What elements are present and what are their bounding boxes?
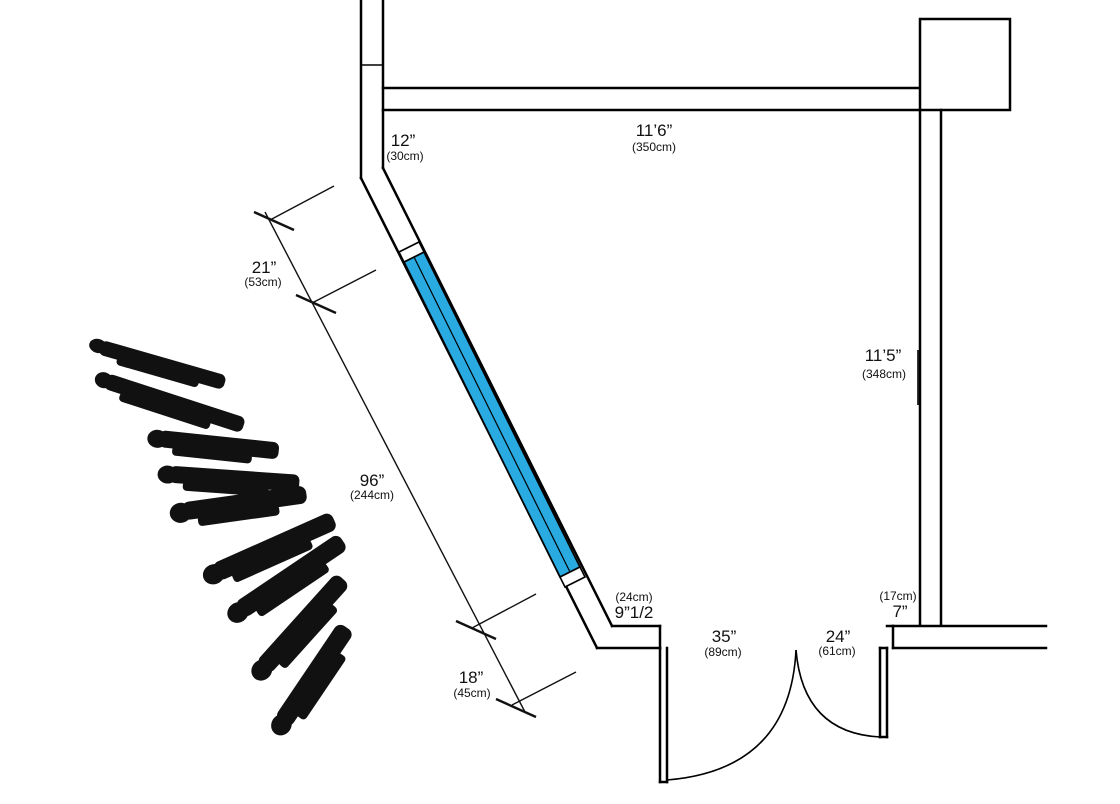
side-opening-dimension-metric: (61cm) xyxy=(818,644,855,658)
diagonal-window xyxy=(397,240,587,589)
silhouette-9 xyxy=(271,624,352,736)
side-door-swing xyxy=(795,649,881,738)
diagonal-top-dimension-metric: (53cm) xyxy=(244,275,281,289)
corner-left-dimension-metric: (24cm) xyxy=(615,590,652,604)
silhouette-6 xyxy=(202,513,336,585)
corner-right-dimension-metric: (17cm) xyxy=(879,589,916,603)
dimension-tick-3 xyxy=(455,619,497,641)
diagonal-top-dimension: 21” xyxy=(252,258,277,277)
corner-right-dimension: 7” xyxy=(892,602,907,621)
dimension-tick-4 xyxy=(495,697,537,719)
right-wall-dimension: 11’5” xyxy=(865,346,902,365)
top-wall-dimension: 11’6” xyxy=(636,121,673,140)
extension-line-3 xyxy=(471,593,537,629)
window-frame-bottom xyxy=(558,565,587,589)
diagonal-bottom-dimension-metric: (45cm) xyxy=(453,686,490,700)
diagonal-bottom-dimension: 18” xyxy=(459,668,484,687)
dimension-labels: 11’6” (350cm) 12” (30cm) 11’5” (348cm) 2… xyxy=(244,121,916,700)
silhouette-1 xyxy=(89,338,226,389)
dimension-tick-1 xyxy=(253,210,295,232)
extension-line-1 xyxy=(269,185,335,221)
right-wall-dimension-metric: (348cm) xyxy=(862,367,906,381)
top-left-dimension: 12” xyxy=(391,131,416,150)
door-opening-dimension: 35” xyxy=(712,627,737,646)
dimension-line xyxy=(264,211,526,713)
main-door-swing xyxy=(666,649,797,781)
dimension-tick-2 xyxy=(295,293,337,315)
extension-line-4 xyxy=(511,671,577,706)
silhouette-3 xyxy=(147,429,280,464)
silhouette-5 xyxy=(169,486,307,526)
silhouette-2 xyxy=(94,372,245,432)
extension-line-2 xyxy=(311,269,377,304)
window-center-line xyxy=(413,256,571,573)
silhouette-4 xyxy=(157,465,300,497)
crowd-silhouettes xyxy=(89,338,352,736)
walls xyxy=(359,0,1048,784)
top-wall-dimension-metric: (350cm) xyxy=(632,140,676,154)
silhouette-8 xyxy=(251,575,348,681)
diagonal-main-dimension: 96” xyxy=(360,471,385,490)
side-opening-dimension: 24” xyxy=(826,627,851,646)
corner-column xyxy=(918,17,1012,112)
diagonal-wall-inner-line xyxy=(381,166,614,628)
silhouette-7 xyxy=(227,535,346,623)
doors xyxy=(666,649,881,781)
window-frame-top xyxy=(397,240,426,264)
diagonal-main-dimension-metric: (244cm) xyxy=(350,488,394,502)
diagonal-dimension xyxy=(253,185,577,719)
top-left-dimension-metric: (30cm) xyxy=(386,149,423,163)
corner-left-dimension: 9”1/2 xyxy=(615,603,654,622)
door-opening-dimension-metric: (89cm) xyxy=(704,645,741,659)
